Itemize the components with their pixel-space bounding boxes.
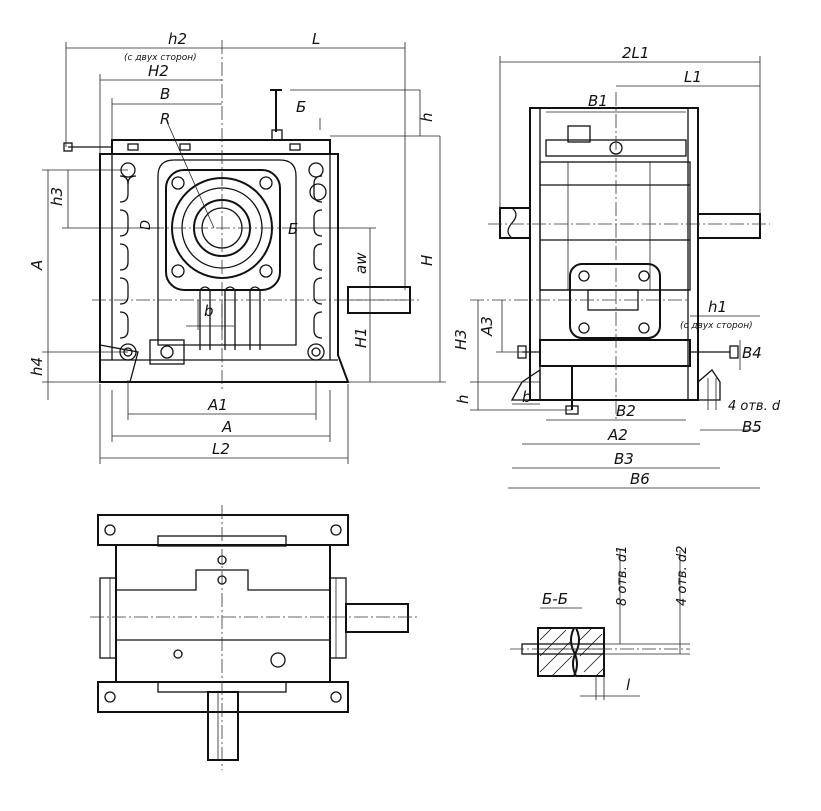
side-view: 2L1 L1 B1 H3 A3 h1 (с двух сторон) B4 h … — [452, 44, 781, 489]
front-view: h2 (с двух сторон) L H2 B R Б h h3 D Б A… — [28, 30, 446, 464]
label-B6: B6 — [630, 470, 650, 488]
label-holes-d1: 8 отв. d1 — [615, 546, 630, 606]
label-holes-d2: 4 отв. d2 — [675, 546, 690, 606]
label-L1: L1 — [684, 68, 702, 86]
label-h1: h1 — [708, 298, 727, 316]
label-b-front: b — [204, 302, 214, 320]
label-h2: h2 — [168, 30, 187, 48]
label-R: R — [160, 110, 170, 128]
label-l: l — [626, 676, 631, 694]
label-section-mark-top: Б — [296, 98, 306, 116]
label-aw: aw — [352, 252, 370, 274]
label-A2: A2 — [607, 426, 628, 444]
plan-view — [90, 505, 420, 770]
label-h2-note: (с двух сторон) — [124, 53, 197, 63]
label-B3: B3 — [614, 450, 634, 468]
label-h-side: h — [454, 394, 472, 404]
label-H: H — [418, 255, 436, 266]
label-H2: H2 — [148, 62, 169, 80]
label-holes-d: 4 отв. d — [728, 399, 781, 414]
label-B5: B5 — [742, 418, 762, 436]
label-h3: h3 — [48, 187, 66, 206]
label-A-left: A — [28, 260, 46, 271]
label-h4: h4 — [28, 357, 46, 376]
label-section-mark-mid: Б — [288, 220, 298, 238]
label-b-side: b — [522, 388, 532, 406]
label-L2: L2 — [212, 440, 230, 458]
label-h1-note: (с двух сторон) — [680, 321, 753, 331]
section-view: Б-Б 8 отв. d1 4 отв. d2 l — [510, 546, 690, 700]
label-D: D — [139, 220, 154, 230]
label-A3: A3 — [478, 316, 496, 337]
label-H1: H1 — [352, 327, 370, 348]
label-2L1: 2L1 — [622, 44, 649, 62]
label-B4: B4 — [742, 344, 762, 362]
label-B: B — [160, 85, 170, 103]
label-B2: B2 — [616, 402, 636, 420]
label-L: L — [312, 30, 320, 48]
label-h-top: h — [418, 112, 436, 122]
label-A-bottom: A — [221, 418, 232, 436]
label-H3: H3 — [452, 329, 470, 350]
label-A1: A1 — [207, 396, 228, 414]
label-B1: B1 — [588, 92, 608, 110]
label-section: Б-Б — [542, 590, 568, 608]
